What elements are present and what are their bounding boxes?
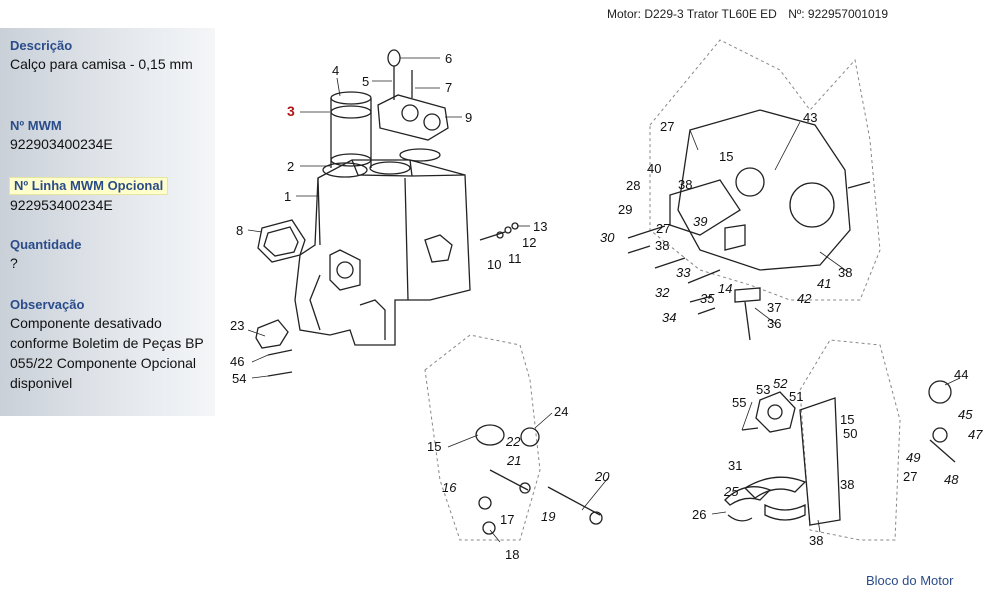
descricao-field: Descrição Calço para camisa - 0,15 mm (10, 38, 205, 74)
part-label[interactable]: 35 (700, 291, 715, 306)
part-label[interactable]: 48 (944, 472, 959, 487)
part-label[interactable]: 29 (618, 202, 632, 217)
part-label[interactable]: 17 (500, 512, 514, 527)
part-label[interactable]: 38 (838, 265, 852, 280)
engine-block-drawing (255, 49, 519, 377)
opcional-field: Nº Linha MWM Opcional 922953400234E (9, 177, 205, 215)
part-label[interactable]: 2 (287, 159, 294, 174)
part-label[interactable]: 10 (487, 257, 501, 272)
part-label[interactable]: 23 (230, 318, 244, 333)
part-label[interactable]: 12 (522, 235, 536, 250)
part-label[interactable]: 41 (817, 276, 831, 291)
part-label[interactable]: 45 (958, 407, 973, 422)
part-label[interactable]: 27 (903, 469, 917, 484)
part-label[interactable]: 31 (728, 458, 742, 473)
part-label[interactable]: 33 (676, 265, 691, 280)
part-label[interactable]: 55 (732, 395, 746, 410)
part-label[interactable]: 15 (840, 412, 854, 427)
descricao-label: Descrição (10, 38, 73, 53)
part-label[interactable]: 28 (626, 178, 640, 193)
part-label[interactable]: 36 (767, 316, 781, 331)
part-label[interactable]: 38 (840, 477, 854, 492)
part-label[interactable]: 18 (505, 547, 519, 562)
mwm-label: Nº MWM (10, 118, 62, 133)
part-label[interactable]: 42 (797, 291, 812, 306)
part-label[interactable]: 9 (465, 110, 472, 125)
part-label[interactable]: 49 (906, 450, 920, 465)
part-label[interactable]: 13 (533, 219, 547, 234)
opcional-label: Nº Linha MWM Opcional (9, 177, 169, 195)
quantidade-label: Quantidade (10, 237, 82, 252)
part-details-panel: Descrição Calço para camisa - 0,15 mm Nº… (0, 28, 215, 416)
part-label[interactable]: 27 (656, 221, 670, 236)
part-label[interactable]: 30 (600, 230, 615, 245)
leader-lines (247, 57, 961, 543)
part-label[interactable]: 8 (236, 223, 243, 238)
part-label[interactable]: 27 (660, 119, 674, 134)
selected-part-label[interactable]: 3 (287, 103, 295, 119)
part-label[interactable]: 37 (767, 300, 781, 315)
part-number-labels: 4 3 2 1 5 6 7 9 8 13 12 11 10 23 46 54 2… (230, 51, 983, 562)
part-label[interactable]: 22 (505, 434, 521, 449)
part-label[interactable]: 50 (843, 426, 857, 441)
part-label[interactable]: 51 (789, 389, 803, 404)
part-label[interactable]: 11 (508, 251, 522, 266)
part-label[interactable]: 40 (647, 161, 661, 176)
part-label[interactable]: 14 (718, 281, 732, 296)
part-label[interactable]: 38 (655, 238, 669, 253)
page-header: Motor: D229-3 Trator TL60E ED Nº: 922957… (607, 7, 896, 21)
part-label[interactable]: 19 (541, 509, 555, 524)
exploded-parts-diagram: 4 3 2 1 5 6 7 9 8 13 12 11 10 23 46 54 2… (230, 39, 983, 562)
part-label[interactable]: 26 (692, 507, 706, 522)
part-label[interactable]: 32 (655, 285, 670, 300)
part-label[interactable]: 4 (332, 63, 339, 78)
part-label[interactable]: 38 (678, 177, 692, 192)
part-label[interactable]: 20 (594, 469, 610, 484)
part-label[interactable]: 54 (232, 371, 246, 386)
opcional-value: 922953400234E (10, 197, 113, 213)
part-label[interactable]: 24 (554, 404, 568, 419)
descricao-value: Calço para camisa - 0,15 mm (10, 56, 193, 72)
section-link-bloco-do-motor[interactable]: Bloco do Motor (866, 573, 954, 588)
part-label[interactable]: 15 (427, 439, 441, 454)
bearing-plate-drawing (724, 339, 956, 541)
part-label[interactable]: 34 (662, 310, 676, 325)
observacao-value: Componente desativado conforme Boletim d… (10, 315, 204, 391)
part-label[interactable]: 15 (719, 149, 733, 164)
part-label[interactable]: 43 (803, 110, 817, 125)
part-label[interactable]: 25 (723, 484, 739, 499)
part-label[interactable]: 52 (773, 376, 788, 391)
part-label[interactable]: 38 (809, 533, 823, 548)
part-number-info: Nº: 922957001019 (788, 7, 889, 21)
motor-info: Motor: D229-3 Trator TL60E ED (607, 7, 777, 21)
part-label[interactable]: 39 (693, 214, 707, 229)
observacao-label: Observação (10, 297, 85, 312)
quantidade-value: ? (10, 255, 18, 271)
part-label[interactable]: 44 (954, 367, 968, 382)
part-label[interactable]: 16 (442, 480, 457, 495)
observacao-field: Observação Componente desativado conform… (10, 297, 205, 393)
part-label[interactable]: 7 (445, 80, 452, 95)
part-label[interactable]: 6 (445, 51, 452, 66)
part-label[interactable]: 47 (968, 427, 983, 442)
part-label[interactable]: 21 (506, 453, 521, 468)
part-label[interactable]: 46 (230, 354, 244, 369)
part-label[interactable]: 1 (284, 189, 291, 204)
timing-housing-drawing (627, 39, 881, 341)
part-label[interactable]: 5 (362, 74, 369, 89)
mwm-value: 922903400234E (10, 136, 113, 152)
oil-valve-drawing (424, 334, 603, 541)
quantidade-field: Quantidade ? (10, 237, 205, 273)
mwm-field: Nº MWM 922903400234E (10, 118, 205, 154)
part-label[interactable]: 53 (756, 382, 770, 397)
